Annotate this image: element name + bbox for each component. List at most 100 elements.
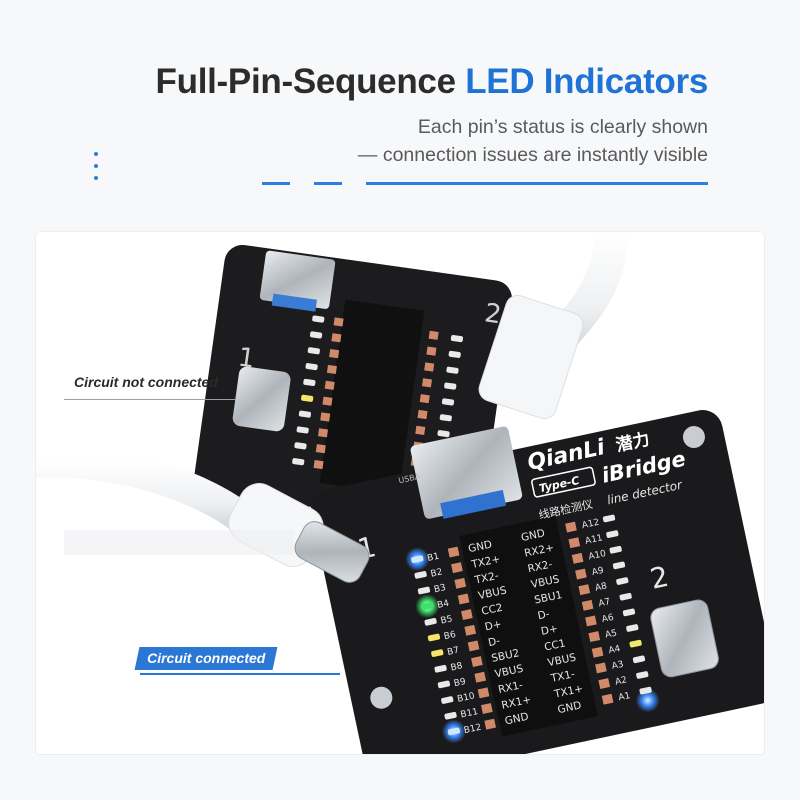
led-indicator: [602, 514, 616, 523]
back-led: [292, 458, 305, 466]
back-pad: [424, 362, 435, 372]
pin-label-right: CC1: [543, 637, 566, 653]
led-indicator: [629, 639, 642, 648]
subtitle-line-2: — connection issues are instantly visibl…: [357, 144, 708, 166]
solder-pad: [484, 718, 497, 730]
leader-line-not-connected: [64, 399, 236, 400]
back-led: [444, 382, 457, 390]
solder-pad: [471, 656, 483, 667]
led-label-a: A6: [601, 613, 615, 625]
solder-pad: [598, 678, 611, 689]
divider-line: [366, 182, 708, 185]
back-pad: [324, 380, 335, 390]
led-label-a: A4: [608, 644, 622, 656]
callout-not-connected: Circuit not connected: [74, 374, 218, 390]
led-label-b: B2: [430, 567, 444, 579]
subtitle-line-1: Each pin’s status is clearly shown: [417, 116, 708, 138]
back-led: [298, 410, 312, 418]
back-led: [312, 315, 325, 323]
led-indicator: [606, 530, 619, 538]
led-indicator: [616, 577, 629, 585]
divider-dash: [262, 182, 290, 185]
solder-pad: [474, 671, 487, 683]
led-indicator: [619, 592, 632, 601]
pin-label-left: GND: [467, 538, 493, 555]
pin-label-right: VBUS: [530, 573, 561, 591]
led-label-a: A7: [598, 597, 612, 609]
pin-label-left: CC2: [480, 602, 503, 618]
led-label-b: B4: [436, 599, 450, 611]
back-pad: [322, 396, 333, 406]
led-label-a: A8: [594, 581, 608, 593]
led-label-b: B6: [443, 630, 457, 642]
back-pad: [326, 364, 337, 375]
led-indicator: [632, 655, 646, 664]
led-label-a: A12: [581, 518, 600, 531]
back-led: [301, 394, 314, 402]
led-indicator: [427, 633, 441, 642]
back-pad: [421, 378, 432, 388]
solder-pad: [451, 562, 463, 574]
led-indicator: [444, 711, 457, 720]
solder-pad: [461, 609, 473, 621]
led-indicator: [609, 545, 622, 554]
solder-pad: [467, 640, 480, 652]
back-led: [305, 363, 318, 371]
back-pad: [320, 412, 331, 422]
led-label-a: A1: [618, 691, 632, 703]
led-indicator: [411, 555, 424, 564]
led-label-b: B9: [453, 677, 467, 689]
subtitle: Each pin’s status is clearly shown — con…: [358, 113, 708, 169]
pin-label-right: GND: [557, 699, 583, 716]
back-led: [303, 378, 316, 387]
back-pad: [317, 428, 329, 438]
solder-pad: [575, 568, 587, 580]
led-label-b: B7: [446, 646, 460, 658]
solder-pad: [588, 631, 601, 643]
back-pad: [417, 409, 428, 420]
back-pad: [333, 317, 344, 327]
pin-label-right: D+: [540, 623, 559, 638]
led-label-b: B1: [426, 552, 440, 564]
back-led: [446, 366, 459, 374]
solder-pad: [601, 693, 614, 705]
led-indicator: [636, 671, 649, 679]
pin-label-right: VBUS: [547, 651, 578, 669]
solder-pad: [568, 537, 581, 549]
back-pad: [329, 349, 340, 359]
solder-pad: [585, 615, 597, 627]
led-indicator: [431, 649, 444, 657]
pin-label-right: RX2-: [527, 558, 554, 575]
led-label-a: A2: [614, 675, 628, 687]
back-led: [437, 430, 450, 438]
led-indicator: [437, 680, 451, 689]
callout-connected-text: Circuit connected: [147, 650, 266, 666]
back-led: [450, 335, 464, 343]
divider-dash: [314, 182, 342, 185]
pin-label-left: SBU2: [490, 647, 520, 665]
led-label-b: B11: [460, 707, 479, 720]
solder-pad: [595, 662, 607, 674]
solder-pad: [481, 703, 493, 714]
led-label-b: B5: [440, 614, 454, 626]
solder-pad: [447, 546, 460, 558]
back-port-1: 1: [236, 342, 257, 374]
led-label-a: A10: [588, 549, 608, 562]
title-accent: LED Indicators: [465, 62, 708, 101]
led-label-a: A11: [584, 533, 603, 546]
back-led: [294, 442, 307, 450]
solder-pad: [477, 687, 490, 699]
solder-pad: [454, 577, 467, 589]
solder-pad: [457, 593, 470, 605]
led-indicator: [434, 664, 447, 673]
pin-label-right: GND: [520, 527, 546, 544]
pin-label-left: RX1-: [497, 679, 524, 696]
pin-label-right: TX1-: [549, 668, 576, 685]
page-title: Full-Pin-Sequence LED Indicators: [156, 62, 709, 102]
callout-connected: Circuit connected: [134, 647, 278, 670]
pin-label-left: GND: [504, 711, 530, 728]
led-indicator: [626, 624, 639, 632]
solder-pad: [571, 552, 584, 564]
leader-line-connected: [140, 673, 340, 675]
